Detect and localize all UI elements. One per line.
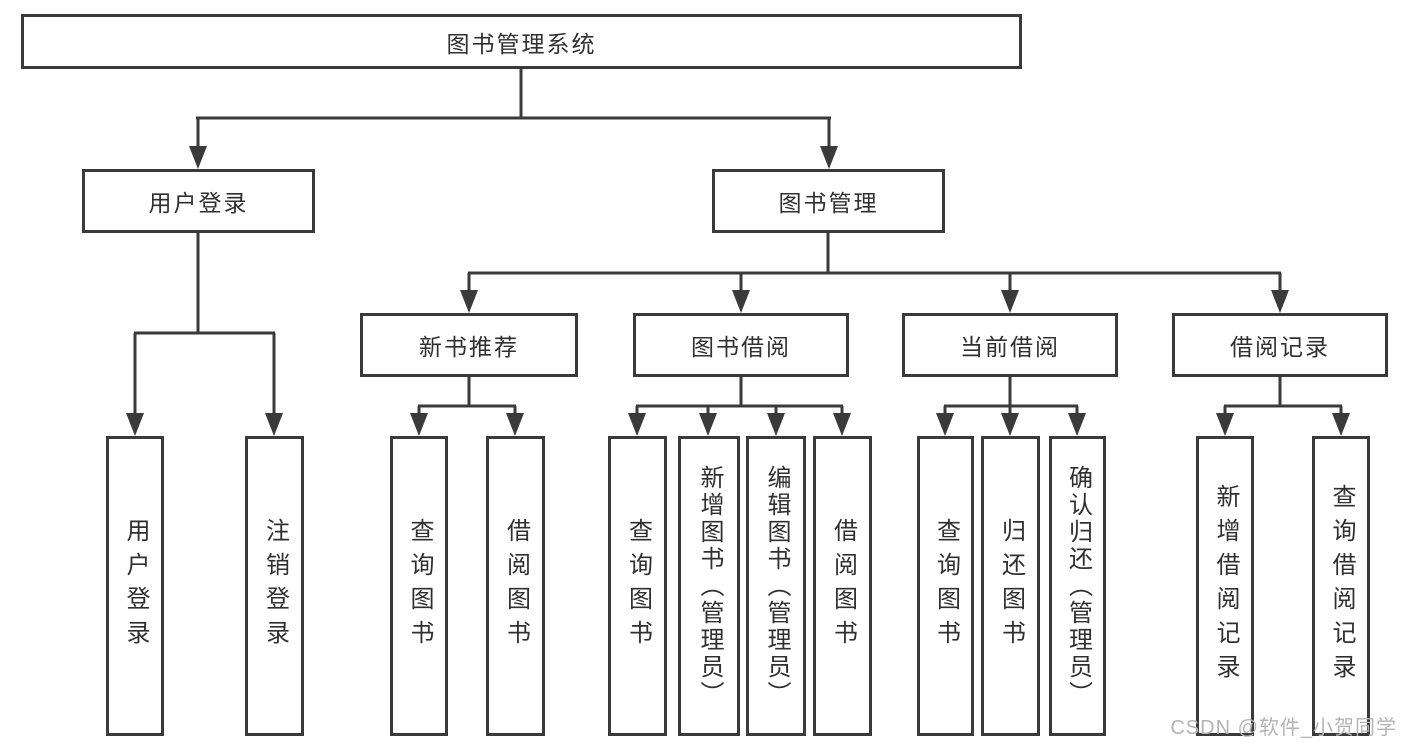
node-label: 查询图书 [932, 518, 960, 654]
leaf-confirm-return-admin: 确认归还（管理员） [1049, 436, 1106, 736]
node-label: 编辑图书（管理员） [763, 464, 790, 708]
node-label: 借阅图书 [829, 518, 857, 654]
node-label: 图书借阅 [691, 334, 791, 360]
leaf-borrow-books-recommend: 借阅图书 [486, 436, 545, 736]
node-label: 新增借阅记录 [1212, 484, 1239, 688]
leaf-borrow-books-borrowing: 借阅图书 [813, 436, 872, 736]
leaf-query-borrow-record: 查询借阅记录 [1312, 436, 1370, 736]
leaf-query-books-current: 查询图书 [917, 436, 974, 736]
node-library-management-system: 图书管理系统 [21, 14, 1022, 69]
leaf-return-books: 归还图书 [981, 436, 1040, 736]
node-label: 新书推荐 [419, 334, 519, 360]
node-book-borrowing: 图书借阅 [633, 313, 849, 377]
node-label: 用户登录 [148, 190, 249, 216]
node-label: 查询图书 [406, 518, 433, 654]
node-label: 借阅图书 [502, 518, 530, 654]
node-label: 图书管理 [778, 190, 879, 216]
node-label: 当前借阅 [960, 334, 1060, 360]
node-label: 确认归还（管理员） [1064, 464, 1092, 708]
leaf-add-books-admin: 新增图书（管理员） [678, 436, 740, 736]
leaf-logout: 注销登录 [245, 436, 304, 736]
node-book-management: 图书管理 [712, 169, 945, 233]
leaf-query-books-recommend: 查询图书 [390, 436, 448, 736]
node-label: 注销登录 [261, 518, 289, 654]
node-label: 用户登录 [122, 518, 149, 654]
node-label: 新增图书（管理员） [696, 464, 723, 708]
leaf-edit-books-admin: 编辑图书（管理员） [746, 436, 806, 736]
csdn-watermark: CSDN @软件_小贺同学 [1170, 717, 1397, 739]
node-borrowing-records: 借阅记录 [1172, 313, 1388, 377]
leaf-add-borrow-record: 新增借阅记录 [1196, 436, 1254, 736]
node-label: 图书管理系统 [446, 30, 597, 57]
node-user-login: 用户登录 [82, 169, 315, 233]
node-new-book-recommendation: 新书推荐 [360, 313, 578, 377]
node-label: 借阅记录 [1230, 334, 1330, 360]
node-label: 查询借阅记录 [1328, 484, 1355, 688]
node-label: 查询图书 [624, 518, 652, 654]
leaf-user-login: 用户登录 [106, 436, 164, 736]
node-current-borrowing: 当前借阅 [902, 313, 1118, 377]
node-label: 归还图书 [997, 518, 1025, 654]
leaf-query-books-borrowing: 查询图书 [608, 436, 667, 736]
